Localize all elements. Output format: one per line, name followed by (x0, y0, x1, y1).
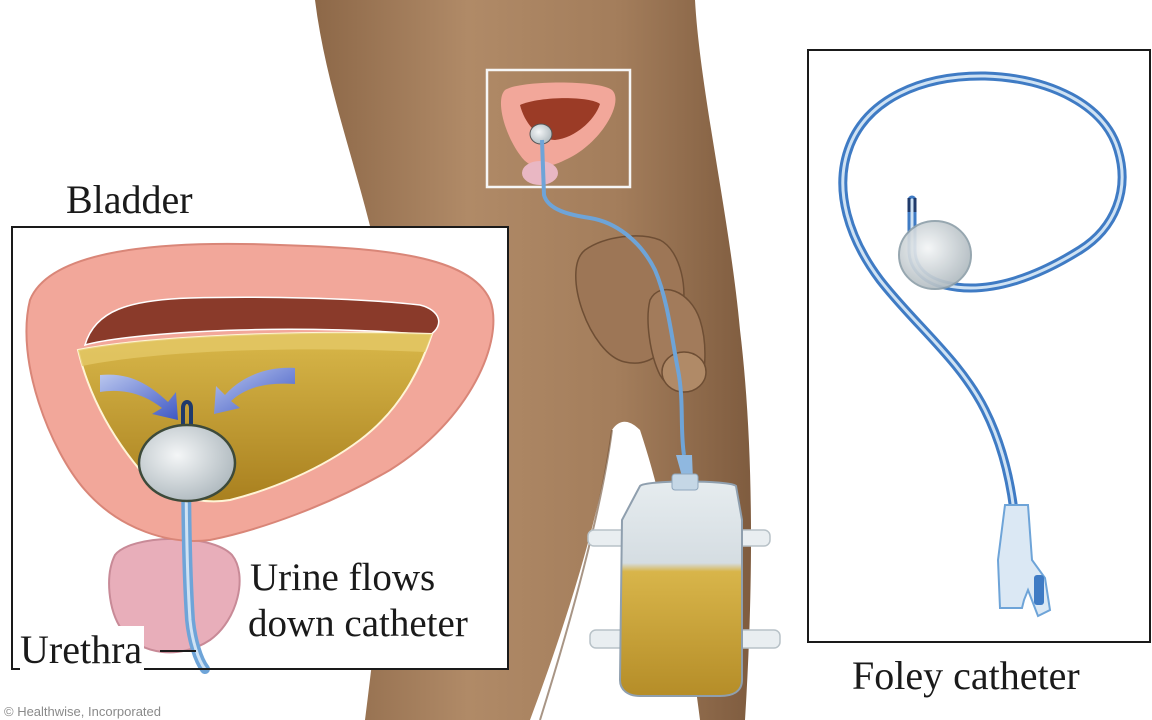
copyright-notice: © Healthwise, Incorporated (4, 704, 161, 719)
foley-balloon (899, 221, 971, 289)
foley-valve (1034, 575, 1044, 605)
foley-inset-frame (808, 50, 1150, 642)
urethra-label: Urethra (20, 626, 144, 673)
drainage-bag (588, 455, 780, 696)
catheter-balloon (139, 425, 235, 501)
foley-catheter-label: Foley catheter (852, 652, 1080, 699)
urine-flows-label-line1: Urine flows (250, 556, 435, 600)
bladder-label: Bladder (66, 176, 193, 223)
urine-flows-label-line2: down catheter (248, 602, 472, 646)
small-prostate (522, 161, 558, 185)
bag-inlet (672, 474, 698, 490)
glans (662, 352, 706, 392)
bag-body (620, 482, 742, 697)
foley-inset (808, 50, 1150, 642)
